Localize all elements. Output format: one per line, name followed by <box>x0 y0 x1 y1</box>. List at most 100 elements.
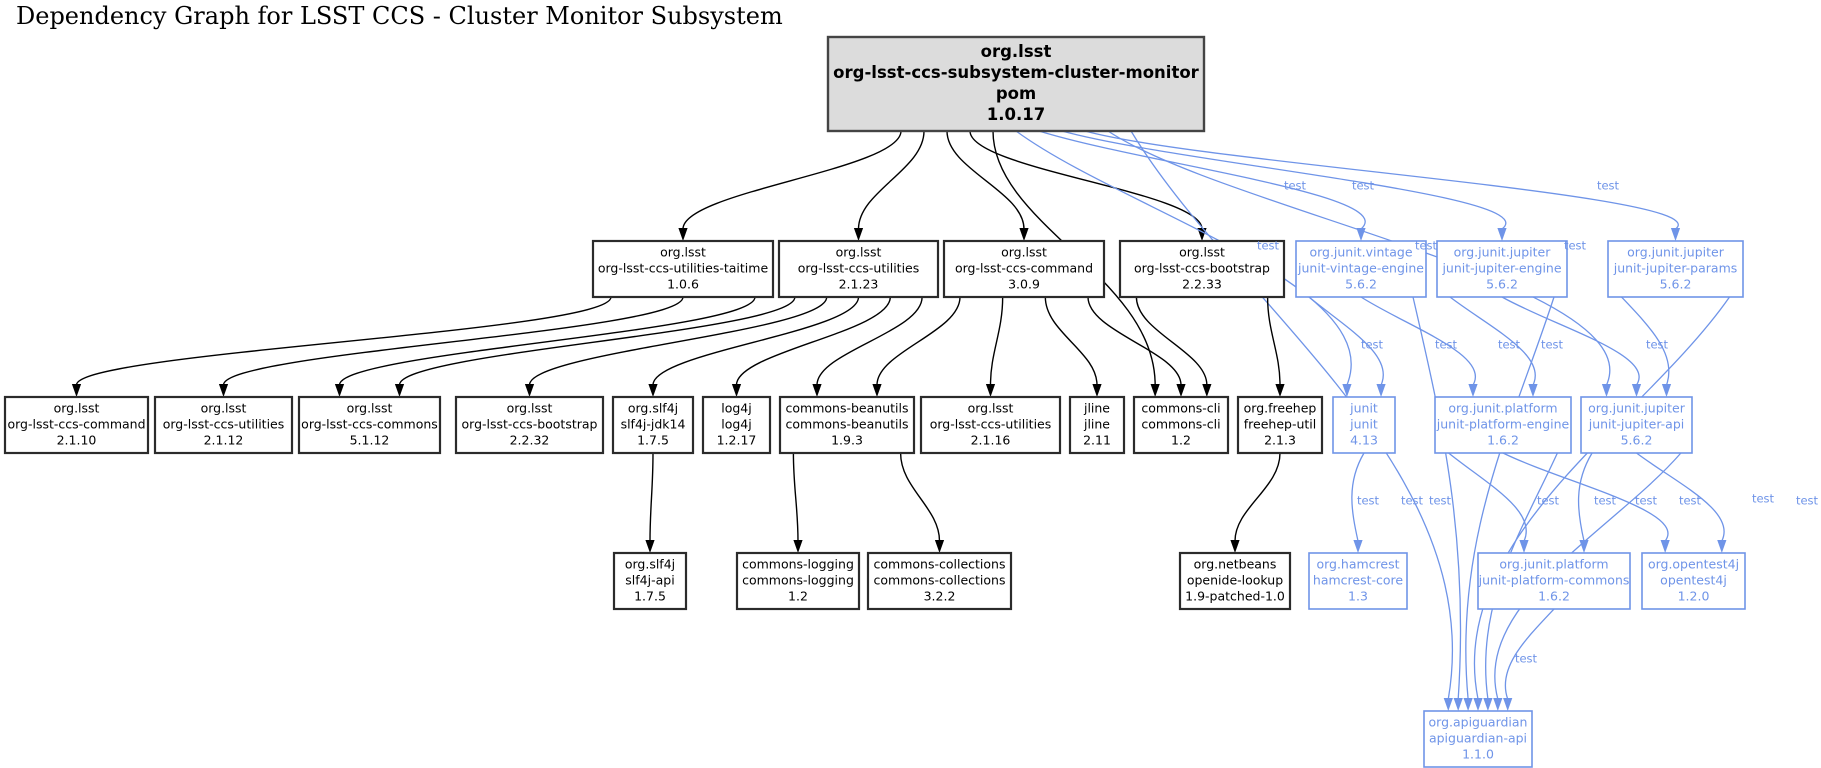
node-box[interactable] <box>942 239 1106 299</box>
node-box[interactable] <box>1295 240 1427 298</box>
node-box[interactable] <box>919 395 1062 455</box>
node-box[interactable] <box>1434 396 1572 454</box>
graph-node[interactable]: org.lsstorg-lsst-ccs-subsystem-cluster-m… <box>826 35 1206 133</box>
node-version: 2.1.12 <box>204 433 244 448</box>
node-version: 1.2.0 <box>1678 589 1710 604</box>
node-artifact-id: org-lsst-ccs-bootstrap <box>1134 261 1270 276</box>
node-box[interactable] <box>826 35 1206 133</box>
node-box[interactable] <box>1132 395 1230 455</box>
graph-node[interactable]: org.junit.platformjunit-platform-engine1… <box>1434 396 1572 454</box>
node-version: 2.2.32 <box>510 433 550 448</box>
node-version: 1.0.6 <box>667 277 699 292</box>
graph-node[interactable]: org.junit.jupiterjunit-jupiter-engine5.6… <box>1436 240 1568 298</box>
node-box[interactable] <box>611 395 695 455</box>
node-box[interactable] <box>1068 395 1126 455</box>
node-version: 2.1.10 <box>57 433 97 448</box>
dependency-edge <box>1266 296 1281 386</box>
node-box[interactable] <box>1477 552 1631 610</box>
node-group-id: org.hamcrest <box>1316 557 1399 572</box>
node-box[interactable] <box>612 551 688 611</box>
node-box[interactable] <box>3 395 150 455</box>
edge-scope-label: test <box>1537 494 1560 508</box>
node-version: 1.6.2 <box>1538 589 1570 604</box>
node-group-id: org.junit.platform <box>1499 557 1608 572</box>
node-box[interactable] <box>866 551 1013 611</box>
node-group-id: org.lsst <box>660 245 706 260</box>
node-box[interactable] <box>1641 552 1746 610</box>
node-box[interactable] <box>777 239 940 299</box>
node-box[interactable] <box>1178 551 1292 611</box>
node-box[interactable] <box>1580 396 1693 454</box>
node-group-id: org.junit.platform <box>1448 401 1557 416</box>
node-artifact-id: org-lsst-ccs-command <box>7 417 145 432</box>
node-group-id: commons-cli <box>1141 401 1220 416</box>
dependency-edge <box>1234 452 1281 542</box>
edge-arrowhead <box>1493 698 1503 711</box>
dependency-edge <box>1308 296 1384 386</box>
dependency-edge <box>1448 452 1527 542</box>
node-artifact-id: apiguardian-api <box>1429 731 1527 746</box>
node-box[interactable] <box>454 395 605 455</box>
edge-scope-label: test <box>1498 338 1521 352</box>
node-box[interactable] <box>735 551 861 611</box>
node-box[interactable] <box>778 395 916 455</box>
node-box[interactable] <box>153 395 294 455</box>
graph-node[interactable]: commons-collectionscommons-collections3.… <box>866 551 1013 611</box>
node-group-id: commons-beanutils <box>786 401 909 416</box>
graph-node[interactable]: org.junit.platformjunit-platform-commons… <box>1477 552 1631 610</box>
node-group-id: org.lsst <box>968 401 1014 416</box>
node-box[interactable] <box>1423 710 1533 768</box>
node-version: 1.7.5 <box>637 433 669 448</box>
dependency-edge <box>1473 296 1731 700</box>
node-box[interactable] <box>591 239 775 299</box>
dependency-edge <box>338 296 756 386</box>
node-box[interactable] <box>1118 239 1286 299</box>
node-group-id: org.netbeans <box>1194 557 1277 572</box>
node-box[interactable] <box>701 395 772 455</box>
node-box[interactable] <box>1607 240 1744 298</box>
edge-scope-label: test <box>1635 494 1658 508</box>
node-artifact-id: org-lsst-ccs-utilities <box>163 417 285 432</box>
node-box[interactable] <box>1436 240 1568 298</box>
graph-node[interactable]: org.netbeansopenide-lookup1.9-patched-1.… <box>1178 551 1292 611</box>
graph-node[interactable]: org.junit.jupiterjunit-jupiter-params5.6… <box>1607 240 1744 298</box>
graph-node[interactable]: org.lsstorg-lsst-ccs-utilities-taitime1.… <box>591 239 775 299</box>
edge-arrowhead <box>731 384 742 397</box>
node-group-id: org.apiguardian <box>1429 715 1528 730</box>
node-box[interactable] <box>1332 396 1396 454</box>
node-version: 2.1.3 <box>1264 433 1296 448</box>
dependency-edge <box>528 296 828 386</box>
edge-arrowhead <box>985 384 996 397</box>
node-box[interactable] <box>1236 395 1324 455</box>
node-box[interactable] <box>297 395 442 455</box>
graph-node[interactable]: org.junit.vintagejunit-vintage-engine5.6… <box>1295 240 1427 298</box>
edge-scope-label: test <box>1796 494 1819 508</box>
dependency-edge <box>1502 452 1669 542</box>
edge-scope-label: test <box>1515 652 1538 666</box>
node-box[interactable] <box>1308 552 1408 610</box>
edge-scope-label: test <box>1429 494 1452 508</box>
dependency-edge <box>899 452 941 542</box>
node-packaging: pom <box>996 84 1036 103</box>
